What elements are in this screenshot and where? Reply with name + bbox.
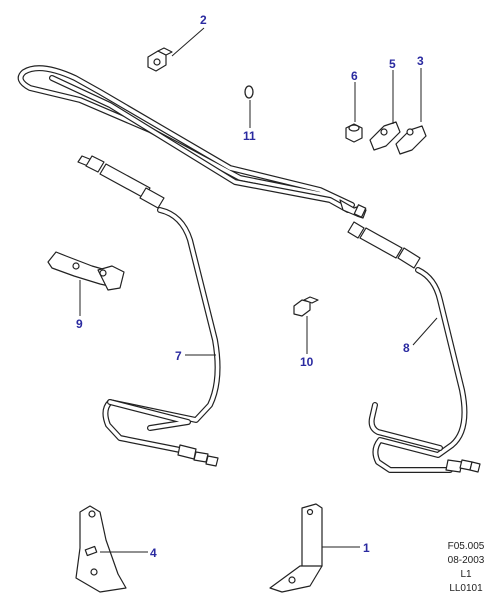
callout-10: 10 (300, 355, 314, 369)
leader-lines (79, 27, 438, 553)
figure-level: L1 (460, 569, 472, 580)
bolt-part-2 (147, 47, 173, 72)
callout-8: 8 (403, 341, 410, 355)
clip-part-3 (395, 125, 427, 155)
callout-6: 6 (351, 69, 358, 83)
clip-part-5 (369, 121, 401, 151)
figure-date: 08-2003 (447, 555, 485, 566)
bracket-part-9 (47, 251, 125, 291)
twin-pipe-assembly (17, 65, 367, 219)
callout-3: 3 (417, 54, 424, 68)
brake-pipe-7 (77, 155, 221, 467)
callout-labels: 2 11 6 5 3 9 7 8 10 4 1 (76, 13, 424, 560)
clip-part-11 (244, 85, 254, 99)
callout-11: 11 (243, 129, 256, 143)
bracket-part-1 (269, 503, 323, 593)
brake-pipe-8 (347, 221, 481, 473)
bolt-part-10 (293, 296, 319, 317)
bracket-part-4 (75, 505, 127, 593)
callout-7: 7 (175, 349, 182, 363)
callout-1: 1 (363, 541, 370, 555)
drawing-id: LL0101 (449, 583, 483, 594)
callout-2: 2 (200, 13, 207, 27)
nut-part-6 (345, 123, 363, 143)
drawing-reference-block: F05.005 08-2003 L1 LL0101 (438, 540, 494, 596)
callout-4: 4 (150, 546, 157, 560)
figure-code: F05.005 (447, 541, 485, 552)
callout-9: 9 (76, 317, 83, 331)
callout-5: 5 (389, 57, 396, 71)
